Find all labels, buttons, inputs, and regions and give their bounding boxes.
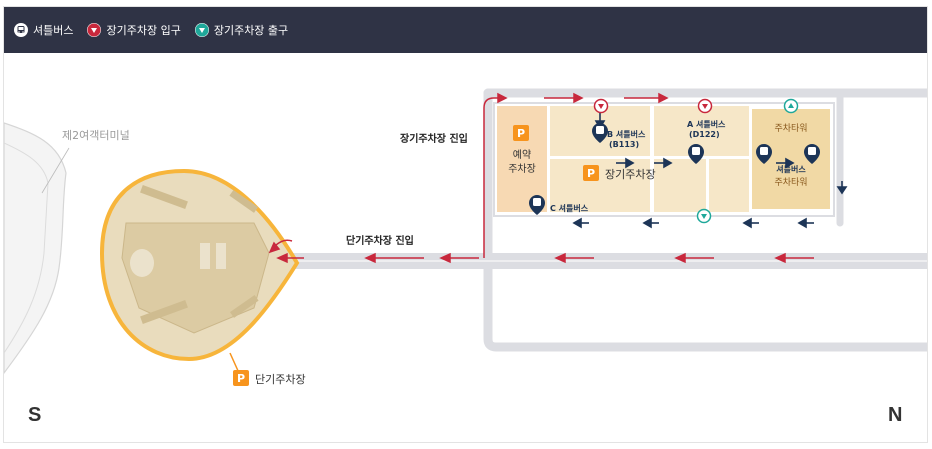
map-frame: 셔틀버스 장기주차장 입구 장기주차장 출구 xyxy=(3,6,928,443)
entry-flow-arrows xyxy=(268,92,814,264)
shuttle-pin-c xyxy=(529,195,545,215)
legend-item-exit: 장기주차장 출구 xyxy=(194,22,289,38)
exit-marker-1 xyxy=(783,98,799,114)
entrance-arrow-icon xyxy=(87,23,102,37)
legend-label-entrance: 장기주차장 입구 xyxy=(106,24,181,37)
legend-label-exit: 장기주차장 출구 xyxy=(213,24,289,37)
shuttle-pin-tower-1 xyxy=(756,144,772,164)
exit-marker-2 xyxy=(696,208,712,224)
shuttle-pin-tower-2 xyxy=(804,144,820,164)
shuttle-pin-b xyxy=(592,123,608,143)
compass-north: N xyxy=(888,404,903,426)
legend-bar: 셔틀버스 장기주차장 입구 장기주차장 출구 xyxy=(4,7,927,53)
svg-text:P: P xyxy=(587,167,595,180)
reserved-parking-line1: 예약 xyxy=(513,149,531,161)
svg-text:P: P xyxy=(237,372,245,385)
map-drawing: P P P 제2여객터미널 장기주차장 진입 단기주차장 진입 예약 주차장 장… xyxy=(4,88,927,386)
long-term-parking-lot xyxy=(493,102,835,217)
parking-badge-short-term: P xyxy=(233,370,249,386)
shuttle-a-line2: (D122) xyxy=(689,130,720,139)
parking-map: P P P 제2여객터미널 장기주차장 진입 단기주차장 진입 예약 주차장 장… xyxy=(4,53,927,442)
legend-item-shuttle: 셔틀버스 xyxy=(14,22,73,38)
long-term-parking-label: 장기주차장 xyxy=(605,168,656,181)
parking-tower-bottom-label: 주차타워 xyxy=(774,176,807,188)
short-term-entry-label: 단기주차장 진입 xyxy=(346,234,414,247)
parking-badge-long-term: P xyxy=(583,165,599,181)
shuttle-tower-label: 셔틀버스 xyxy=(776,164,806,174)
terminal-building xyxy=(4,122,70,375)
entrance-marker-2 xyxy=(697,98,713,114)
exit-arrow-icon xyxy=(194,23,209,37)
parking-badge-reserved: P xyxy=(513,125,529,141)
entrance-marker-1 xyxy=(593,98,609,114)
short-term-parking-lot xyxy=(99,168,300,374)
shuttle-a-line1: A 셔틀버스 xyxy=(687,119,726,129)
bus-icon xyxy=(14,23,28,37)
parking-tower-top-label: 주차타워 xyxy=(774,122,807,134)
shuttle-b-line1: B 셔틀버스 xyxy=(607,129,646,139)
long-term-entry-label: 장기주차장 진입 xyxy=(400,132,468,145)
reserved-parking-line2: 주차장 xyxy=(508,163,536,175)
shuttle-b-line2: (B113) xyxy=(609,140,639,149)
shuttle-c-label: C 셔틀버스 xyxy=(550,203,589,213)
legend-item-entrance: 장기주차장 입구 xyxy=(87,22,181,38)
short-term-parking-label: 단기주차장 xyxy=(255,373,306,386)
legend-label-shuttle: 셔틀버스 xyxy=(33,24,74,37)
shuttle-pin-a xyxy=(688,144,704,164)
terminal-label: 제2여객터미널 xyxy=(62,129,130,142)
compass-south: S xyxy=(28,404,42,426)
svg-text:P: P xyxy=(517,127,525,140)
